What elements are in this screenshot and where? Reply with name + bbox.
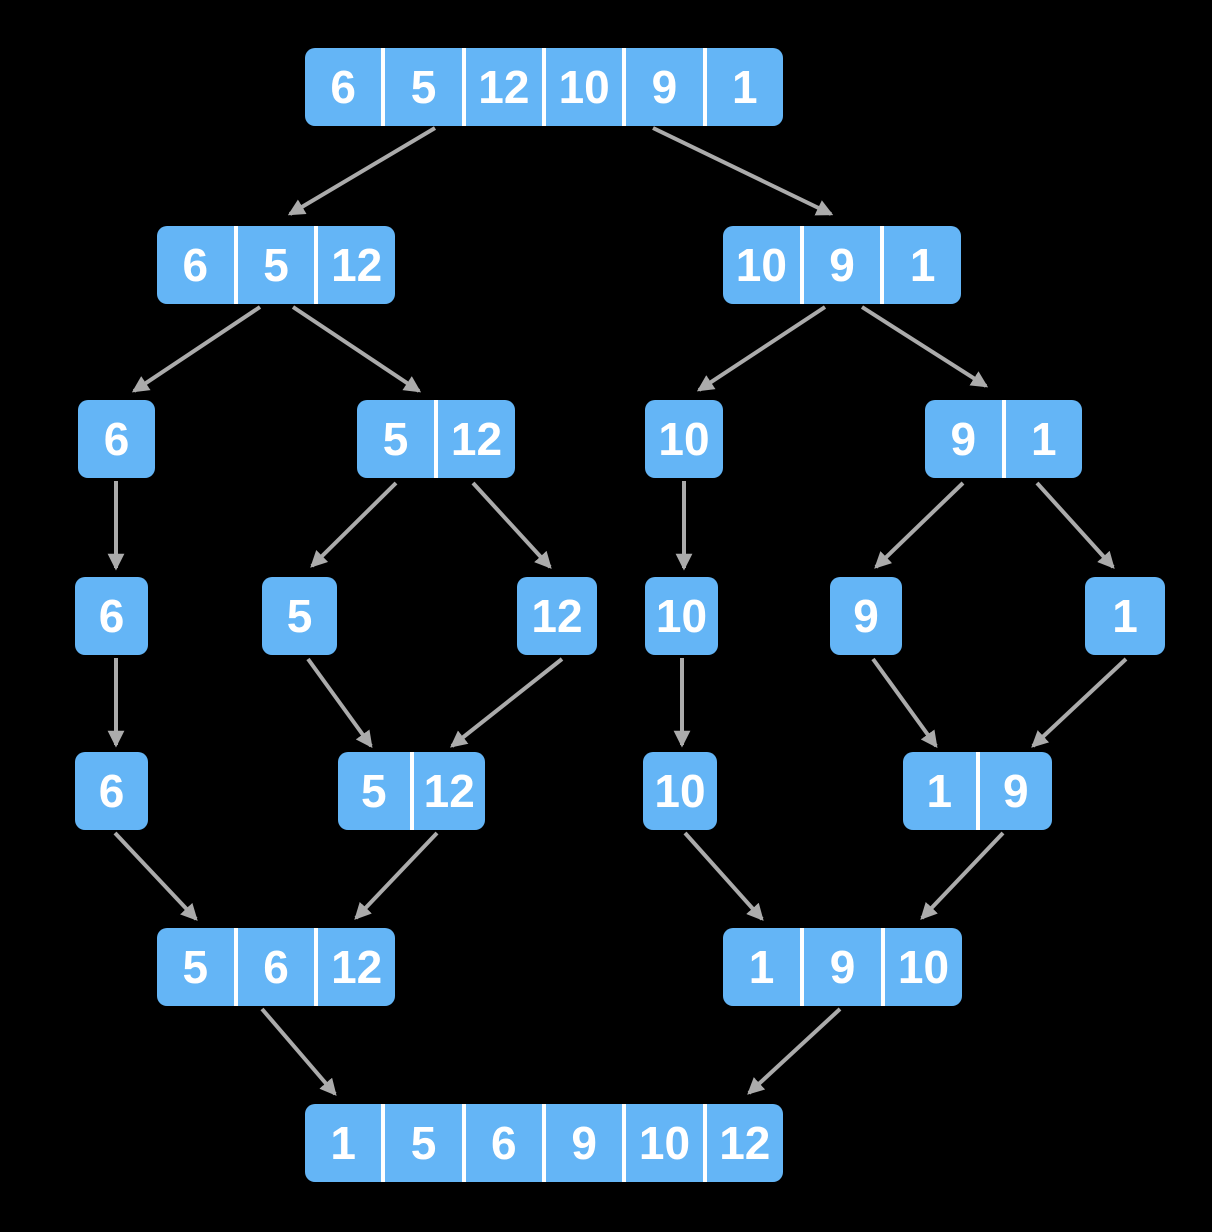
arrow-19	[354, 831, 439, 920]
arrow-5	[860, 305, 989, 388]
array-cell-split-left-0: 6	[182, 239, 209, 291]
array-cell-root-5: 1	[702, 48, 783, 126]
array-cell-merge-5-6-12-2: 12	[314, 928, 395, 1006]
array-box-leaf-5: 5	[262, 577, 337, 655]
array-cell-merge-5-12-0: 5	[360, 765, 387, 817]
array-cell-leaf-9-0: 9	[853, 590, 879, 642]
array-cell-leaf-10-0: 10	[655, 590, 708, 642]
arrow-16	[871, 657, 938, 749]
array-cell-merge-1-9-1: 9	[975, 752, 1053, 830]
array-cell-leaf-12-0: 12	[531, 590, 583, 642]
arrow-11	[1035, 481, 1115, 569]
array-cell-leaf-6-0: 6	[98, 590, 125, 642]
arrow-17	[1031, 657, 1128, 748]
array-cell-sorted-1: 5	[381, 1104, 461, 1182]
array-cell-merge-5-12-1: 12	[409, 752, 486, 830]
array-cell-split-5-12-0: 5	[382, 413, 409, 465]
arrow-18	[113, 831, 198, 921]
array-cell-split-10-0: 10	[658, 413, 710, 465]
array-cell-root-2: 12	[461, 48, 542, 126]
array-cell-root-1: 5	[381, 48, 461, 126]
arrow-22	[260, 1007, 337, 1096]
array-cell-split-5-12-1: 12	[434, 400, 515, 478]
arrow-20	[683, 831, 764, 921]
array-cell-sorted-3: 9	[541, 1104, 622, 1182]
arrow-3	[291, 305, 422, 393]
arrow-10	[874, 481, 965, 569]
array-cell-split-left-1: 5	[233, 226, 315, 304]
array-cell-merge-10-0: 10	[654, 765, 706, 817]
arrow-4	[696, 305, 827, 392]
array-cell-merge-6-0: 6	[98, 765, 125, 817]
array-cell-merge-1-9-10-2: 10	[881, 928, 962, 1006]
array-cell-root-3: 10	[541, 48, 622, 126]
array-cell-sorted-0: 1	[330, 1117, 356, 1169]
arrow-13	[306, 657, 373, 749]
array-box-leaf-10: 10	[645, 577, 718, 655]
arrow-2	[131, 305, 262, 393]
array-cell-merge-1-9-10-1: 9	[800, 928, 881, 1006]
array-cell-split-6-0: 6	[103, 413, 130, 465]
array-box-split-5-12: 5 12	[357, 400, 515, 478]
arrow-21	[920, 831, 1005, 920]
array-cell-split-left-2: 12	[314, 226, 395, 304]
arrow-1	[652, 126, 834, 216]
arrow-14	[450, 657, 564, 748]
array-box-leaf-9: 9	[830, 577, 902, 655]
array-box-leaf-1: 1	[1085, 577, 1165, 655]
array-cell-merge-5-6-12-1: 6	[233, 928, 315, 1006]
array-cell-merge-1-9-10-0: 1	[748, 941, 775, 993]
array-box-merge-6: 6	[75, 752, 148, 830]
arrow-7	[310, 481, 398, 568]
array-cell-split-9-1-1: 1	[1001, 400, 1083, 478]
array-cell-leaf-1-0: 1	[1112, 590, 1138, 642]
array-cell-sorted-4: 10	[622, 1104, 702, 1182]
array-box-leaf-6: 6	[75, 577, 148, 655]
array-cell-leaf-5-0: 5	[286, 590, 313, 642]
array-box-merge-10: 10	[643, 752, 717, 830]
array-cell-sorted-2: 6	[461, 1104, 542, 1182]
array-box-split-10: 10	[645, 400, 723, 478]
array-cell-root-4: 9	[622, 48, 702, 126]
array-cell-merge-5-6-12-0: 5	[182, 941, 209, 993]
array-cell-split-right-0: 10	[735, 239, 787, 291]
array-cell-root-0: 6	[330, 61, 356, 113]
arrow-8	[471, 481, 552, 569]
array-cell-split-right-2: 1	[880, 226, 961, 304]
array-box-merge-5-12: 5 12	[338, 752, 485, 830]
array-box-leaf-12: 12	[517, 577, 597, 655]
arrow-0	[287, 126, 437, 216]
array-cell-merge-1-9-0: 1	[926, 765, 953, 817]
array-cell-split-right-1: 9	[799, 226, 881, 304]
array-box-split-6: 6	[78, 400, 155, 478]
arrow-23	[747, 1007, 842, 1095]
array-cell-split-9-1-0: 9	[950, 413, 977, 465]
array-cell-sorted-5: 12	[702, 1104, 783, 1182]
